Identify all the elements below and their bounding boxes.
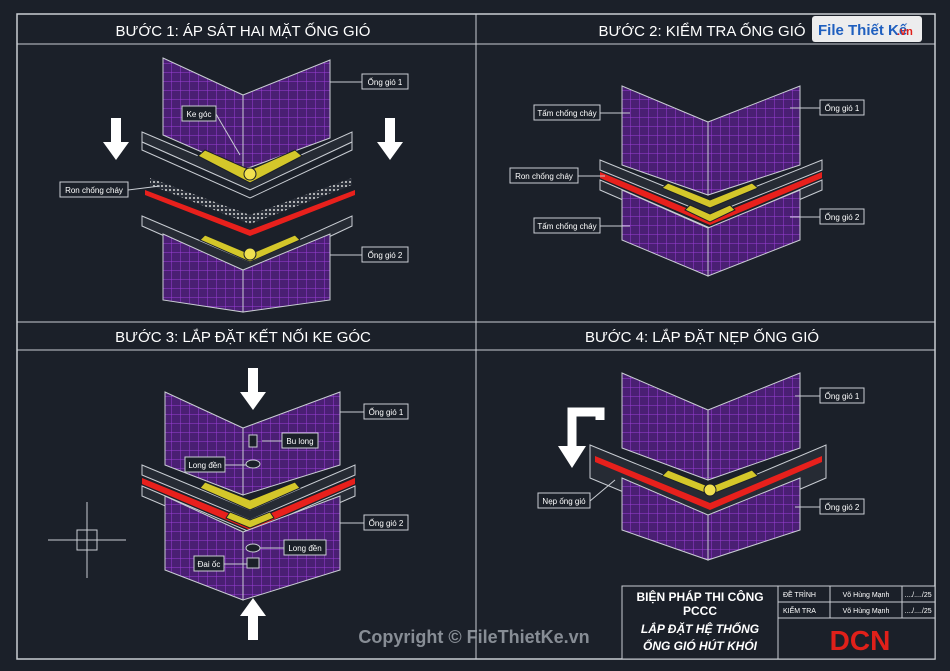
callout-s3-duct1: Ống gió 1 <box>340 403 409 420</box>
callout-s4-clamp: Nẹp ống gió <box>537 479 616 509</box>
svg-text:Tấm chống cháy: Tấm chống cháy <box>537 109 596 118</box>
svg-text:Ống gió 1: Ống gió 1 <box>825 103 860 113</box>
step-2-illustration <box>599 85 823 277</box>
callout-s1-duct2: Ống gió 2 <box>330 246 409 263</box>
svg-text:Bu long: Bu long <box>286 437 313 446</box>
site-logo: File Thiết Kế .vn <box>812 16 922 42</box>
callout-s3-bolt: Bu long <box>262 432 319 449</box>
arrow-down-icon <box>240 368 266 410</box>
checked-by-name: Võ Hùng Mạnh <box>843 608 890 615</box>
company-logo: DCN <box>830 625 891 656</box>
callout-s3-washer-top: Long đền <box>184 456 246 473</box>
submitted-by-label: ĐỀ TRÌNH <box>783 589 816 599</box>
svg-text:Ống gió 2: Ống gió 2 <box>368 250 403 260</box>
submitted-date: ..../..../25 <box>904 592 931 599</box>
title-line-1: BIỆN PHÁP THI CÔNG <box>636 589 763 604</box>
callout-s2-plate-top: Tấm chống cháy <box>533 104 630 121</box>
callout-s4-duct1: Ống gió 1 <box>795 387 865 404</box>
fire-gasket <box>150 178 352 224</box>
title-block: BIỆN PHÁP THI CÔNG PCCC LẮP ĐẶT HỆ THỐNG… <box>621 585 936 660</box>
svg-text:Ống gió 2: Ống gió 2 <box>825 502 860 512</box>
step-1-title: BƯỚC 1: ÁP SÁT HAI MẶT ỐNG GIÓ <box>116 22 371 40</box>
svg-text:Đai ốc: Đai ốc <box>198 560 221 569</box>
callout-s3-duct2: Ống gió 2 <box>340 514 409 531</box>
step-2-title: BƯỚC 2: KIỂM TRA ỐNG GIÓ <box>598 22 805 40</box>
callout-s1-bracket: Ke góc <box>181 105 241 156</box>
step-4-title: BƯỚC 4: LẮP ĐẶT NẸP ỐNG GIÓ <box>585 328 819 346</box>
callout-s2-plate-bottom: Tấm chống cháy <box>533 217 630 234</box>
svg-text:Ống gió 2: Ống gió 2 <box>825 212 860 222</box>
title-line-4: ỐNG GIÓ HÚT KHÓI <box>643 638 758 653</box>
arrow-down-icon <box>377 118 403 160</box>
step-4-illustration <box>558 372 827 561</box>
callout-s2-duct1: Ống gió 1 <box>790 99 865 116</box>
svg-text:Ống gió 2: Ống gió 2 <box>369 518 404 528</box>
submitted-by-name: Võ Hùng Mạnh <box>843 592 890 599</box>
title-line-3: LẮP ĐẶT HỆ THỐNG <box>641 621 759 636</box>
step-3-illustration <box>48 368 356 640</box>
svg-text:Ron chống cháy: Ron chống cháy <box>65 186 123 195</box>
arrow-down-icon <box>103 118 129 160</box>
step-1-illustration <box>103 57 403 313</box>
bent-arrow-icon <box>558 407 605 468</box>
callout-s3-washer-bottom: Long đền <box>260 539 327 556</box>
callout-s2-gasket: Ron chống cháy <box>509 167 605 184</box>
callout-s3-nut: Đai ốc <box>193 555 247 572</box>
copyright-watermark: Copyright © FileThietKe.vn <box>358 627 589 647</box>
svg-text:Ống gió 1: Ống gió 1 <box>825 391 860 401</box>
svg-text:Long đền: Long đền <box>188 461 221 470</box>
svg-text:Nẹp ống gió: Nẹp ống gió <box>542 497 586 506</box>
svg-text:Ống gió 1: Ống gió 1 <box>368 77 403 87</box>
svg-text:Long đền: Long đền <box>288 544 321 553</box>
svg-text:Ống gió 1: Ống gió 1 <box>369 407 404 417</box>
title-line-2: PCCC <box>683 604 717 618</box>
svg-text:File Thiết Kế: File Thiết Kế <box>818 22 908 39</box>
callout-s1-duct1: Ống gió 1 <box>330 73 409 90</box>
checked-by-label: KIỂM TRA <box>783 606 816 615</box>
svg-text:.vn: .vn <box>897 26 913 38</box>
arrow-up-icon <box>240 598 266 640</box>
callout-s2-duct2: Ống gió 2 <box>790 208 865 225</box>
callout-s4-duct2: Ống gió 2 <box>795 498 865 515</box>
svg-text:Ke góc: Ke góc <box>187 110 212 119</box>
svg-text:Tấm chống cháy: Tấm chống cháy <box>537 222 596 231</box>
svg-text:Ron chống cháy: Ron chống cháy <box>515 172 573 181</box>
step-3-title: BƯỚC 3: LẮP ĐẶT KẾT NỐI KE GÓC <box>115 328 371 346</box>
crosshair-icon <box>48 502 126 578</box>
callout-s1-gasket: Ron chống cháy <box>59 181 161 198</box>
checked-date: ..../..../25 <box>904 608 931 615</box>
